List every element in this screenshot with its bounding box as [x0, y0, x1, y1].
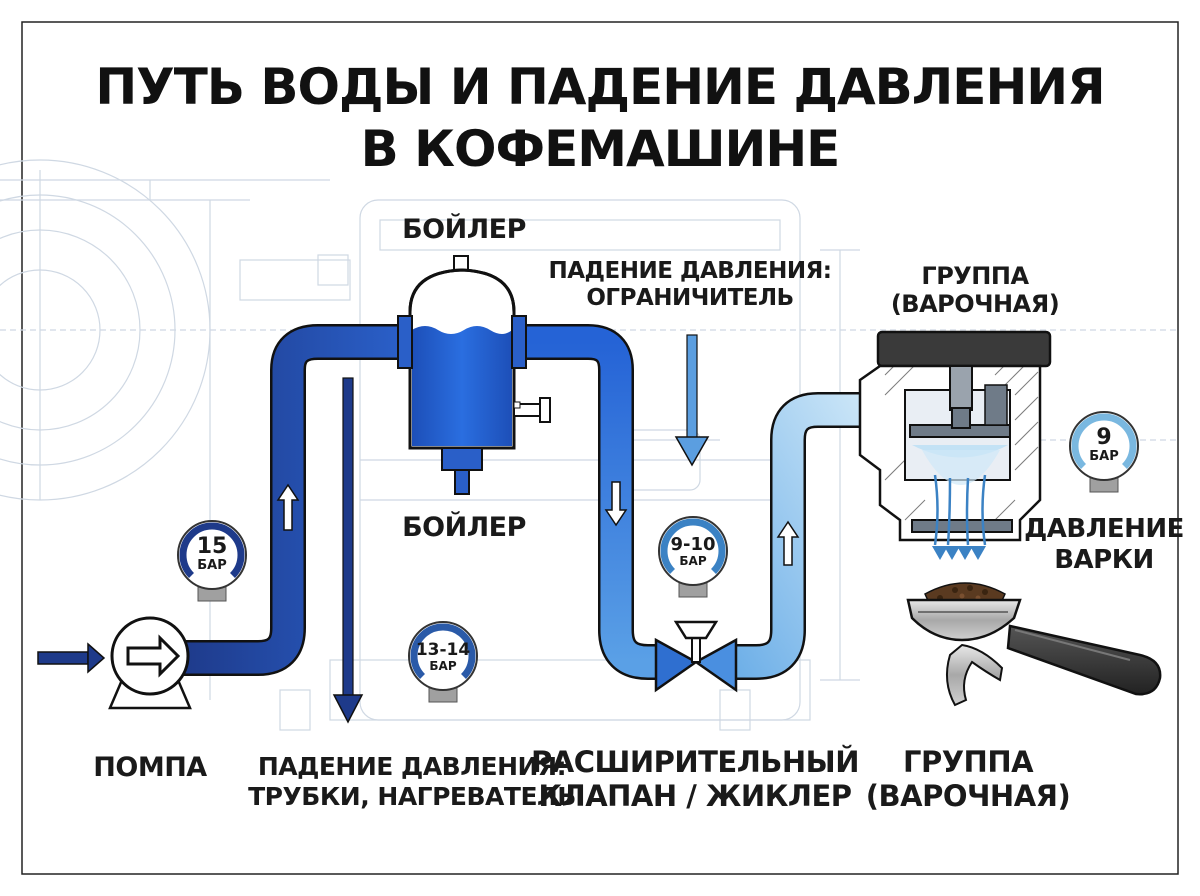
pipe-boiler-to-valve	[520, 324, 666, 680]
boiler-label-bottom: БОЙЛЕР	[402, 512, 526, 543]
brew-pressure-label-line-1: ДАВЛЕНИЕ	[1024, 514, 1184, 544]
group-label-bottom-line-2: (ВАРОЧНАЯ)	[865, 779, 1071, 814]
tubes-drop-label-line-1: ПАДЕНИЕ ДАВЛЕНИЯ:	[257, 752, 567, 781]
group-label-bottom-line-1: ГРУППА	[902, 745, 1034, 779]
flow-arrow-up-left	[276, 483, 300, 531]
boiler-gauge-value: 13-14	[415, 639, 471, 660]
pump-label: ПОМПА	[93, 752, 207, 783]
portafilter-icon	[906, 582, 1162, 707]
group-label-top-line-2: (ВАРОЧНАЯ)	[890, 290, 1060, 319]
brew-pressure-label-line-2: ВАРКИ	[1054, 544, 1154, 575]
brew-gauge-value: 9	[1096, 425, 1112, 451]
pump-icon	[108, 616, 192, 710]
valve-label: РАСШИРИТЕЛЬНЫЙ КЛАПАН / ЖИКЛЕР	[531, 745, 859, 813]
pressure-drop-arrow-tubes	[332, 377, 364, 724]
pipe-valve-to-group	[734, 392, 880, 680]
group-label-bottom: ГРУППА (ВАРОЧНАЯ)	[865, 745, 1071, 814]
pump-gauge	[177, 520, 247, 602]
group-label-top: ГРУППА (ВАРОЧНАЯ)	[890, 262, 1060, 319]
tubes-drop-label: ПАДЕНИЕ ДАВЛЕНИЯ: ТРУБКИ, НАГРЕВАТЕЛЬ	[248, 752, 576, 811]
flow-arrow-down-mid	[604, 481, 628, 527]
group-label-top-line-1: ГРУППА	[921, 262, 1029, 290]
valve-label-line-2: КЛАПАН / ЖИКЛЕР	[538, 779, 852, 814]
inlet-arrow	[37, 642, 106, 674]
valve-label-line-1: РАСШИРИТЕЛЬНЫЙ	[531, 745, 859, 779]
valve-gauge-unit: БАР	[679, 554, 707, 568]
boiler-gauge	[408, 621, 478, 703]
valve-gauge-value: 9-10	[670, 533, 716, 555]
brew-gauge-unit: БАР	[1089, 449, 1119, 464]
boiler-gauge-unit: БАР	[429, 659, 457, 673]
brew-group-icon	[858, 330, 1052, 560]
brew-pressure-label: ДАВЛЕНИЕ ВАРКИ	[1024, 514, 1184, 575]
frame-border	[21, 21, 1179, 875]
restrictor-drop-label: ПАДЕНИЕ ДАВЛЕНИЯ: ОГРАНИЧИТЕЛЬ	[548, 258, 833, 312]
boiler-icon	[397, 255, 551, 495]
restrictor-drop-label-line-1: ПАДЕНИЕ ДАВЛЕНИЯ:	[548, 258, 833, 284]
flow-arrow-up-right	[776, 520, 800, 566]
tubes-drop-label-line-2: ТРУБКИ, НАГРЕВАТЕЛЬ	[248, 781, 576, 811]
pump-gauge-unit: БАР	[197, 558, 227, 573]
pump-gauge-value: 15	[196, 534, 228, 560]
boiler-label-top: БОЙЛЕР	[402, 214, 526, 245]
valve-gauge	[658, 516, 728, 598]
brew-gauge	[1069, 411, 1139, 493]
expansion-valve-icon	[654, 620, 738, 693]
page-title-line-2: В КОФЕМАШИНЕ	[360, 120, 841, 178]
restrictor-drop-label-line-2: ОГРАНИЧИТЕЛЬ	[586, 285, 794, 312]
page-title-line-1: ПУТЬ ВОДЫ И ПАДЕНИЕ ДАВЛЕНИЯ	[95, 58, 1105, 116]
pressure-drop-arrow-restrictor	[674, 334, 710, 467]
